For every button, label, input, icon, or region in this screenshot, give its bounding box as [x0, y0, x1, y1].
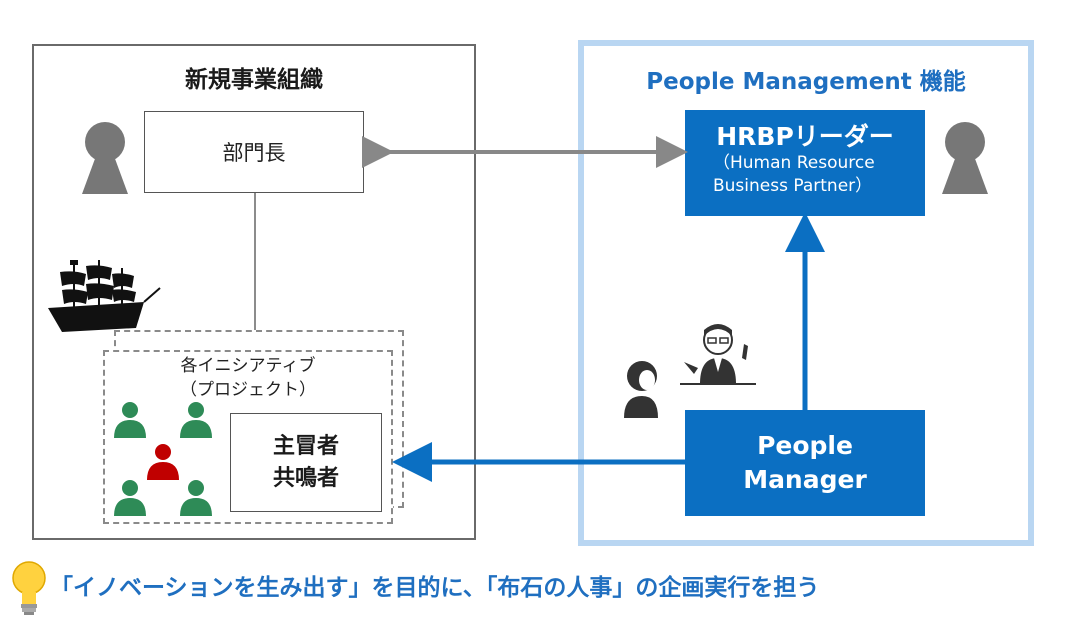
new-business-org-panel — [32, 44, 476, 540]
pm-label-line1: People — [757, 431, 853, 460]
person-silhouette-icon — [942, 122, 988, 194]
team-member-icon — [180, 480, 212, 516]
hrbp-subtitle-line1: （Human Resource — [713, 153, 875, 173]
dept-connector-line — [254, 193, 256, 331]
left-panel-title: 新規事業組織 — [185, 67, 323, 93]
initiative-title-line1: 各イニシアティブ — [180, 356, 316, 376]
team-member-icon — [114, 402, 146, 438]
people-management-panel — [578, 40, 1034, 546]
pirate-ship-icon — [48, 260, 161, 332]
bulb-icon — [12, 561, 46, 615]
hrbp-title: HRBPリーダー — [716, 122, 894, 151]
initiative-title: 各イニシアティブ （プロジェクト） — [103, 354, 393, 402]
team-member-icon — [180, 402, 212, 438]
right-panel-title: People Management 機能 — [646, 69, 966, 95]
person-silhouette-icon — [82, 122, 128, 194]
woman-icon — [624, 361, 658, 418]
initiative-title-line2: （プロジェクト） — [180, 380, 316, 400]
team-member-icon — [114, 480, 146, 516]
hrbp-subtitle-line2: Business Partner） — [713, 176, 873, 196]
team-members-group — [114, 402, 212, 516]
sympathizer-label: 共鳴者 — [272, 465, 339, 491]
leader-label: 主冒者 — [272, 433, 339, 459]
leader-member-icon — [147, 444, 179, 480]
people-manager-box: People Manager — [685, 410, 925, 516]
leader-box: 主冒者 共鳴者 — [230, 413, 382, 512]
hrbp-leader-box: HRBPリーダー （Human Resource Business Partne… — [685, 110, 925, 216]
consultant-icon — [624, 324, 756, 418]
man-icon — [680, 324, 756, 385]
pm-label-line2: Manager — [743, 465, 867, 494]
caption: 「イノベーションを生み出す」を目的に、「布石の人事」の企画実行を担う — [50, 575, 820, 601]
